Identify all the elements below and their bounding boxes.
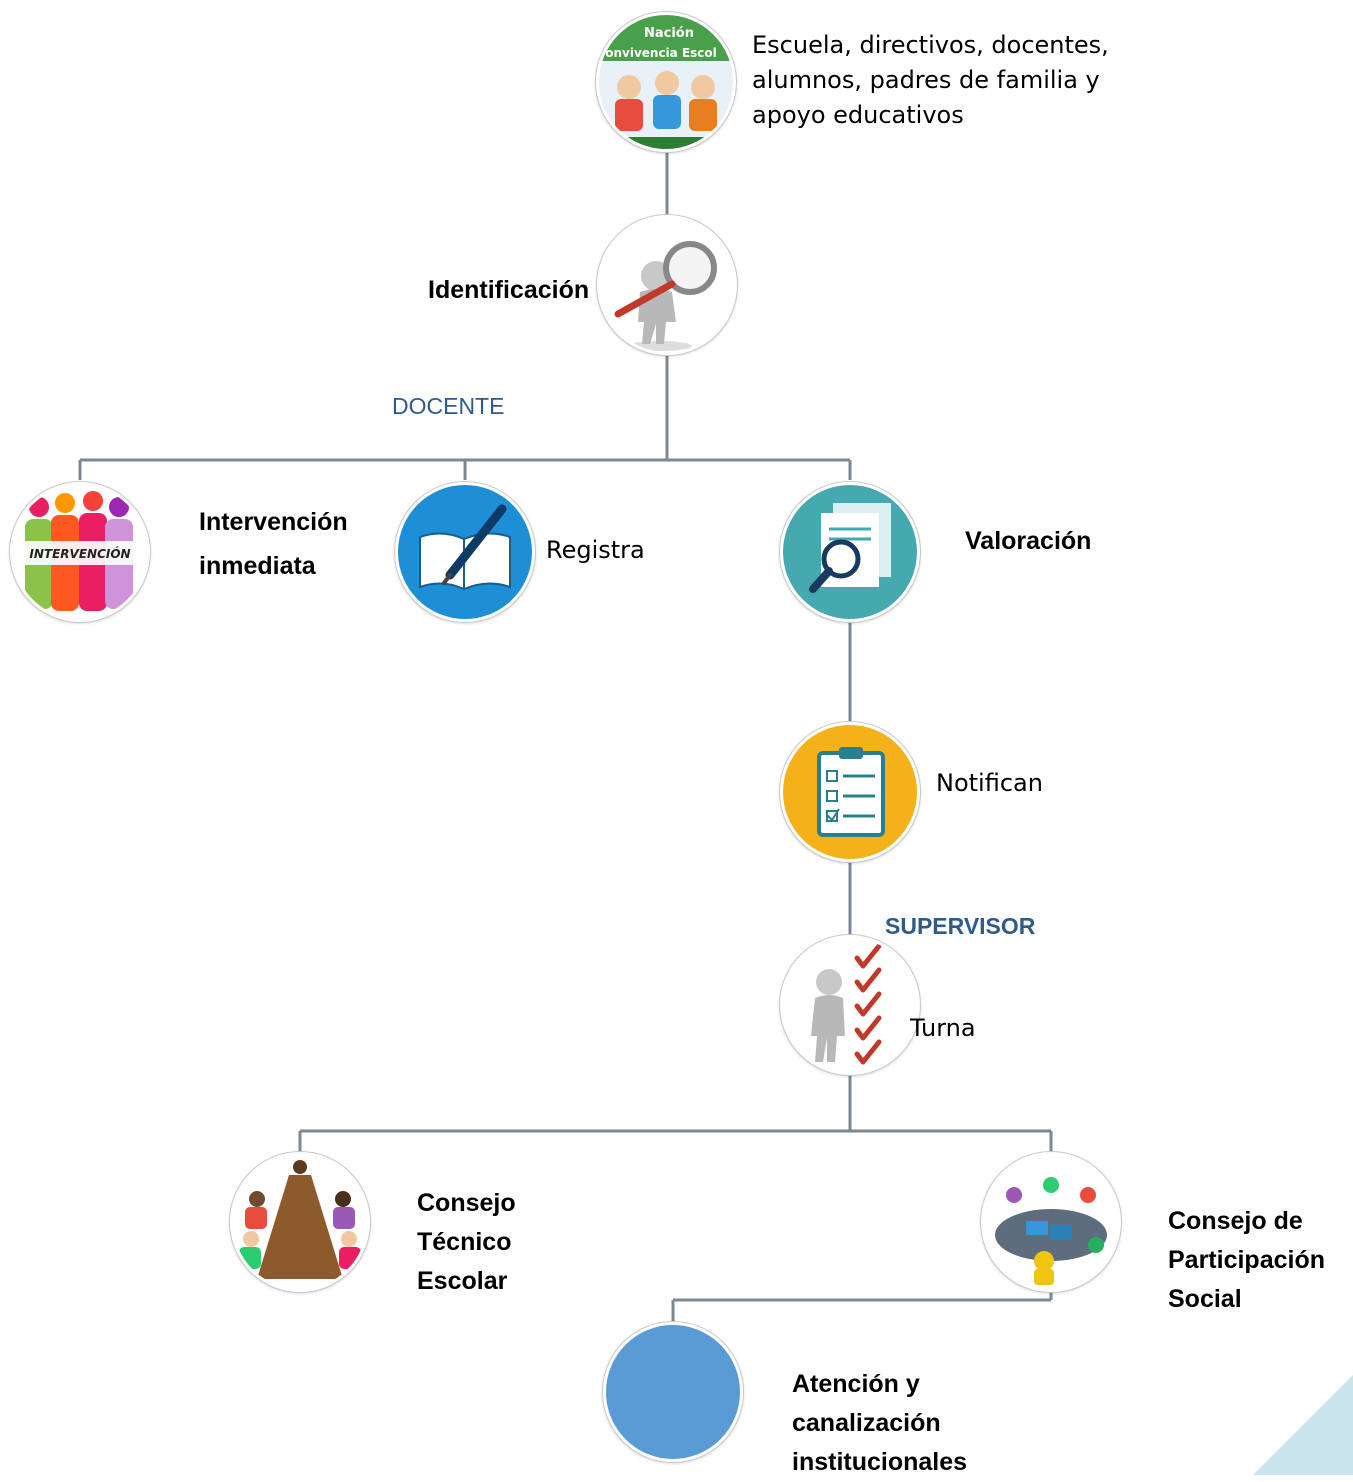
valoracion-node bbox=[780, 482, 920, 622]
consejo-tecnico-node bbox=[230, 1152, 370, 1292]
intervencion-label-line-2: inmediata bbox=[199, 552, 316, 580]
docente-role-label: DOCENTE bbox=[392, 393, 505, 419]
intervencion-image-text: INTERVENCIÓN bbox=[29, 546, 130, 561]
registra-label: Registra bbox=[546, 536, 645, 564]
community-banner-line-1: Nación bbox=[644, 26, 694, 41]
magnifier-person-icon bbox=[600, 218, 734, 352]
intervencion-node: INTERVENCIÓN bbox=[10, 482, 150, 622]
community-label-line-2: alumnos, padres de familia y bbox=[752, 66, 1100, 94]
identificacion-label: Identificación bbox=[428, 276, 590, 304]
turna-label: Turna bbox=[910, 1014, 976, 1042]
consejo-tecnico-label: Consejo Técnico Escolar bbox=[417, 1184, 516, 1301]
people-group-icon: INTERVENCIÓN bbox=[13, 485, 147, 619]
document-search-icon bbox=[783, 485, 917, 619]
notifican-label: Notifican bbox=[936, 769, 1043, 797]
consejo-participacion-node bbox=[981, 1152, 1121, 1292]
registra-node bbox=[395, 482, 535, 622]
community-label-line-1: Escuela, directivos, docentes, bbox=[752, 31, 1109, 59]
notifican-node bbox=[780, 722, 920, 862]
community-node: Nación onvivencia Escol bbox=[596, 12, 736, 152]
consejo-tecnico-label-line-1: Consejo bbox=[417, 1189, 516, 1217]
atencion-label-line-2: canalización bbox=[792, 1409, 941, 1437]
consejo-tecnico-label-line-2: Técnico bbox=[417, 1228, 512, 1256]
consejo-participacion-label-line-1: Consejo de bbox=[1168, 1207, 1303, 1235]
atencion-label-line-3: institucionales bbox=[792, 1448, 968, 1476]
valoracion-label: Valoración bbox=[965, 527, 1092, 555]
checklist-person-icon bbox=[783, 938, 917, 1072]
consejo-tecnico-label-line-3: Escolar bbox=[417, 1267, 508, 1295]
clipboard-checklist-icon bbox=[783, 725, 917, 859]
atencion-node bbox=[603, 1322, 743, 1462]
round-table-puzzle-icon bbox=[984, 1155, 1118, 1289]
community-label: Escuela, directivos, docentes, alumnos, … bbox=[752, 28, 1109, 133]
consejo-participacion-label-line-3: Social bbox=[1168, 1285, 1242, 1313]
community-banner-line-2: onvivencia Escol bbox=[605, 46, 717, 60]
intervencion-label: Intervención inmediata bbox=[199, 500, 348, 588]
identificacion-node bbox=[597, 215, 737, 355]
consejo-participacion-label: Consejo de Participación Social bbox=[1168, 1202, 1325, 1319]
consejo-participacion-label-line-2: Participación bbox=[1168, 1246, 1325, 1274]
corner-decoration bbox=[1253, 1375, 1353, 1475]
book-pen-icon bbox=[398, 485, 532, 619]
meeting-table-icon bbox=[233, 1155, 367, 1289]
intervencion-label-line-1: Intervención bbox=[199, 508, 348, 536]
atencion-label: Atención y canalización institucionales bbox=[792, 1365, 967, 1482]
turna-node bbox=[780, 935, 920, 1075]
supervisor-role-label: SUPERVISOR bbox=[885, 913, 1036, 939]
community-label-line-3: apoyo educativos bbox=[752, 101, 964, 129]
atencion-label-line-1: Atención y bbox=[792, 1370, 920, 1398]
